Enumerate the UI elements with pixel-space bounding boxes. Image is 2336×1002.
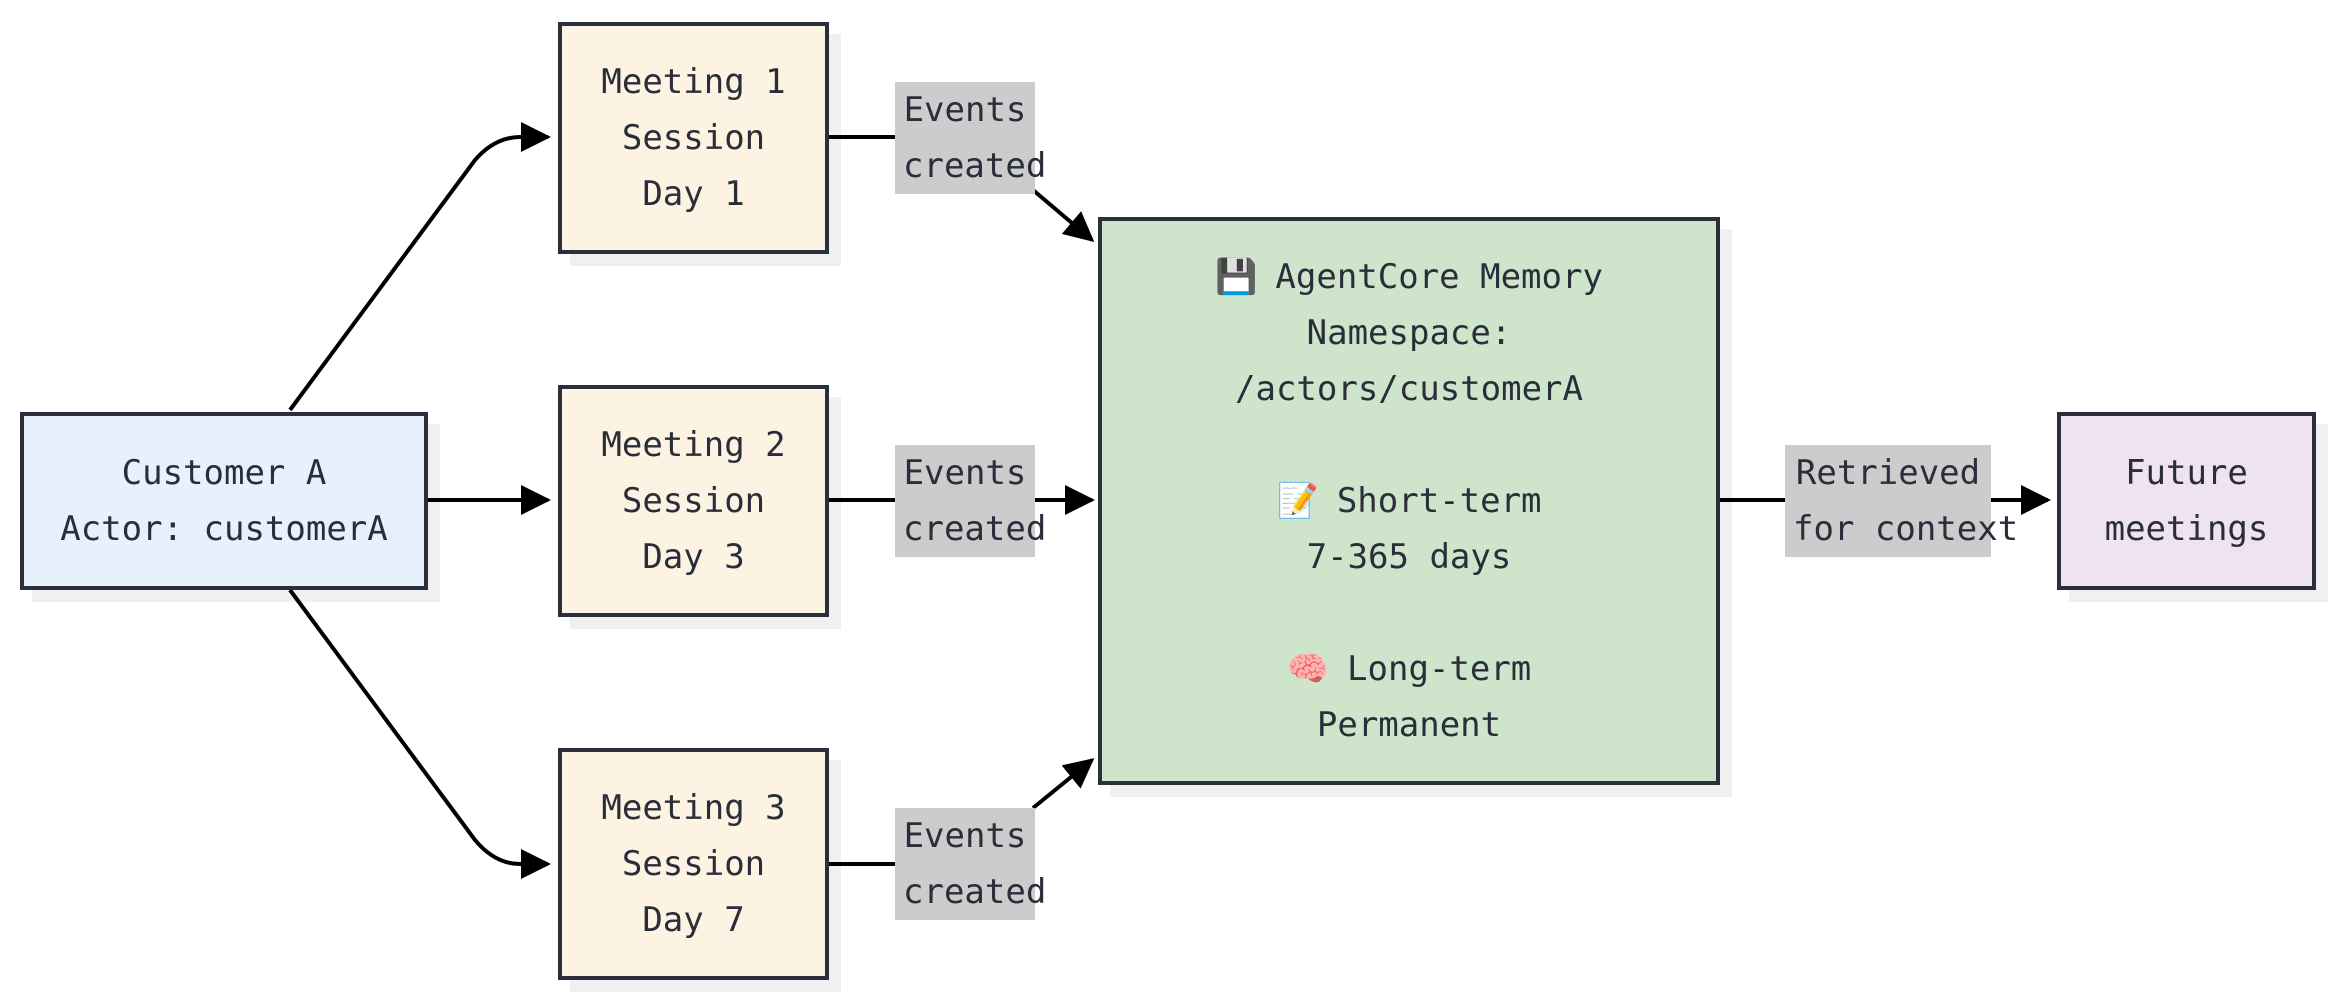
brain-icon: 🧠 xyxy=(1286,649,1330,689)
future-line-2: meetings xyxy=(2104,509,2269,549)
future-line-1: Future xyxy=(2125,453,2248,493)
namespace-value: /actors/customerA xyxy=(1235,369,1583,409)
meeting-day: Day 3 xyxy=(642,537,745,577)
edge-label-retrieved: Retrieved for context xyxy=(1785,445,2018,557)
agentcore-memory-node: 💾 AgentCore Memory Namespace: /actors/cus… xyxy=(1098,217,1720,785)
meeting-3-node: Meeting 3 Session Day 7 xyxy=(558,748,829,980)
customer-actor: Actor: customerA xyxy=(60,509,388,549)
edge-label-events-2: Events created xyxy=(895,445,1046,557)
meeting-session: Session xyxy=(621,844,766,884)
long-term-value: Permanent xyxy=(1316,705,1502,745)
memory-title-line: 💾 AgentCore Memory xyxy=(1215,249,1603,305)
namespace-label: Namespace: xyxy=(1306,313,1512,353)
meeting-day: Day 7 xyxy=(642,900,745,940)
meeting-title: Meeting 1 xyxy=(601,62,786,102)
meeting-session: Session xyxy=(621,118,766,158)
customer-name: Customer A xyxy=(121,453,327,493)
short-term-value: 7-365 days xyxy=(1306,537,1512,577)
customer-node: Customer A Actor: customerA xyxy=(20,412,428,590)
meeting-2-node: Meeting 2 Session Day 3 xyxy=(558,385,829,617)
meeting-day: Day 1 xyxy=(642,174,745,214)
future-meetings-node: Future meetings xyxy=(2057,412,2316,590)
floppy-disk-icon: 💾 xyxy=(1215,257,1258,297)
long-term-label: Long-term xyxy=(1347,649,1532,689)
meeting-session: Session xyxy=(621,481,766,521)
meeting-title: Meeting 2 xyxy=(601,425,786,465)
edge-label-events-3: Events created xyxy=(895,808,1046,920)
meeting-1-node: Meeting 1 Session Day 1 xyxy=(558,22,829,254)
long-term-line: 🧠 Long-term xyxy=(1287,641,1532,697)
edge-customer-meeting1 xyxy=(288,122,551,412)
memo-icon: 📝 xyxy=(1276,481,1319,521)
meeting-title: Meeting 3 xyxy=(601,788,786,828)
edge-label-events-1: Events created xyxy=(895,82,1046,194)
short-term-line: 📝 Short-term xyxy=(1276,473,1541,529)
edge-customer-meeting3 xyxy=(288,588,551,879)
memory-title: AgentCore Memory xyxy=(1275,257,1603,297)
short-term-label: Short-term xyxy=(1336,481,1542,521)
